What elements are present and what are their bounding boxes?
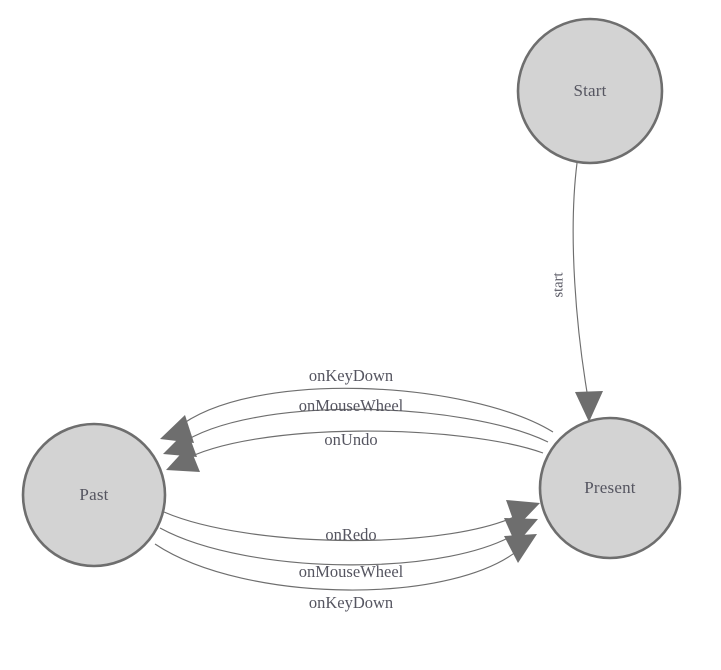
node-start-circle bbox=[516, 17, 664, 165]
node-present[interactable]: Present bbox=[538, 416, 682, 560]
edge-onundo-to-past[interactable]: onUndo bbox=[166, 430, 544, 472]
node-present-label: Present bbox=[584, 478, 636, 497]
edge-onkeydown-to-present-path bbox=[154, 543, 524, 591]
edge-start-label: start bbox=[550, 273, 566, 298]
edge-start-arrowhead bbox=[575, 391, 603, 422]
edge-onmousewheel-to-past-label: onMouseWheel bbox=[299, 396, 404, 415]
edge-onundo-to-past-path bbox=[181, 430, 544, 462]
node-past[interactable]: Past bbox=[21, 422, 167, 568]
edge-onkeydown-to-past-label: onKeyDown bbox=[309, 366, 393, 385]
edge-onkeydown-to-present-label: onKeyDown bbox=[309, 593, 393, 612]
edge-start[interactable]: start bbox=[550, 162, 603, 422]
edge-onmousewheel-to-present[interactable]: onMouseWheel bbox=[159, 518, 538, 581]
edge-onredo-to-present[interactable]: onRedo bbox=[163, 500, 540, 544]
edge-onredo-to-present-label: onRedo bbox=[325, 525, 376, 544]
edge-onkeydown-to-present[interactable]: onKeyDown bbox=[154, 534, 537, 612]
edge-onredo-to-present-path bbox=[163, 511, 525, 542]
edge-onundo-to-past-label: onUndo bbox=[324, 430, 377, 449]
edge-onmousewheel-to-present-label: onMouseWheel bbox=[299, 562, 404, 581]
node-start[interactable]: Start bbox=[516, 17, 664, 165]
edge-onmousewheel-to-present-arrowhead bbox=[504, 518, 538, 545]
node-past-label: Past bbox=[79, 485, 108, 504]
node-present-circle bbox=[538, 416, 682, 560]
edge-onmousewheel-to-past-path bbox=[178, 408, 549, 446]
edge-onkeydown-to-past-path bbox=[175, 387, 554, 433]
node-start-label: Start bbox=[573, 81, 606, 100]
node-past-circle bbox=[21, 422, 167, 568]
edge-onmousewheel-to-present-path bbox=[159, 527, 524, 566]
edge-onundo-to-past-arrowhead bbox=[166, 445, 200, 472]
edge-start-path bbox=[572, 162, 590, 405]
edge-onkeydown-to-present-arrowhead bbox=[504, 534, 537, 563]
